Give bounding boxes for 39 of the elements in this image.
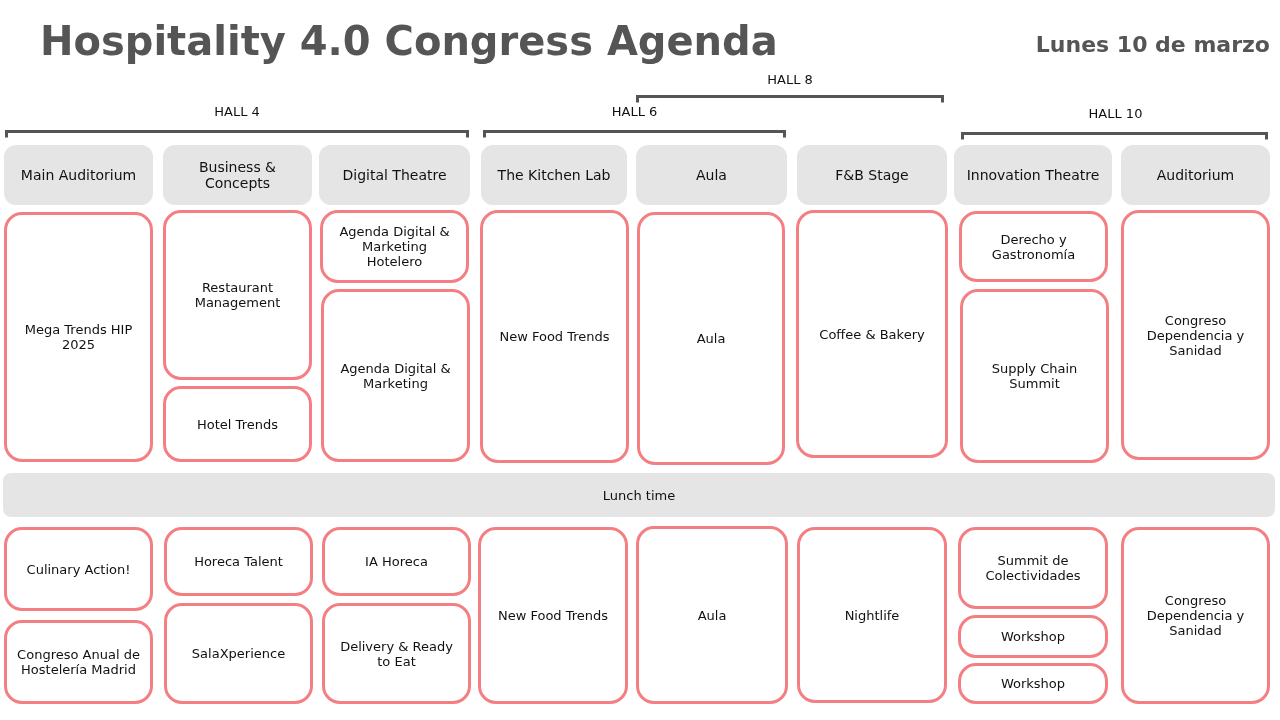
room-header: Main Auditorium xyxy=(4,145,153,205)
session-card: IA Horeca xyxy=(322,527,471,596)
hall-label: HALL 4 xyxy=(213,104,261,119)
session-card: Delivery & Ready to Eat xyxy=(322,603,471,704)
room-header: Business & Concepts xyxy=(163,145,312,205)
room-header: Digital Theatre xyxy=(319,145,470,205)
break-band: Lunch time xyxy=(3,473,1275,517)
session-card: Nightlife xyxy=(797,527,947,703)
session-card: New Food Trends xyxy=(478,527,628,704)
session-card: Congreso Anual de Hostelería Madrid xyxy=(4,620,153,704)
room-header: Aula xyxy=(636,145,787,205)
session-card: Aula xyxy=(636,526,788,704)
session-card: Hotel Trends xyxy=(163,386,312,462)
room-header: Auditorium xyxy=(1121,145,1270,205)
hall-label: HALL 6 xyxy=(610,104,659,119)
session-card: Supply Chain Summit xyxy=(960,289,1109,463)
session-card: Workshop xyxy=(958,663,1108,704)
session-card: New Food Trends xyxy=(480,210,629,463)
session-card: Agenda Digital & Marketing xyxy=(321,289,470,462)
room-header: Innovation Theatre xyxy=(954,145,1112,205)
session-card: SalaXperience xyxy=(164,603,313,704)
session-card: Workshop xyxy=(958,615,1108,658)
room-header: F&B Stage xyxy=(797,145,947,205)
session-card: Congreso Dependencia y Sanidad xyxy=(1121,527,1270,704)
room-header: The Kitchen Lab xyxy=(481,145,627,205)
session-card: Aula xyxy=(637,212,785,465)
session-card: Coffee & Bakery xyxy=(796,210,948,458)
session-card: Mega Trends HIP 2025 xyxy=(4,212,153,462)
session-card: Congreso Dependencia y Sanidad xyxy=(1121,210,1270,460)
session-card: Horeca Talent xyxy=(164,527,313,596)
session-card: Restaurant Management xyxy=(163,210,312,380)
session-card: Culinary Action! xyxy=(4,527,153,611)
page-title: Hospitality 4.0 Congress Agenda xyxy=(40,18,778,64)
session-card: Summit de Colectividades xyxy=(958,527,1108,609)
hall-label: HALL 10 xyxy=(1087,106,1144,121)
date-label: Lunes 10 de marzo xyxy=(1034,32,1270,57)
session-card: Derecho y Gastronomía xyxy=(959,211,1108,282)
session-card: Agenda Digital & Marketing Hotelero xyxy=(320,210,469,283)
hall-label: HALL 8 xyxy=(766,72,814,87)
